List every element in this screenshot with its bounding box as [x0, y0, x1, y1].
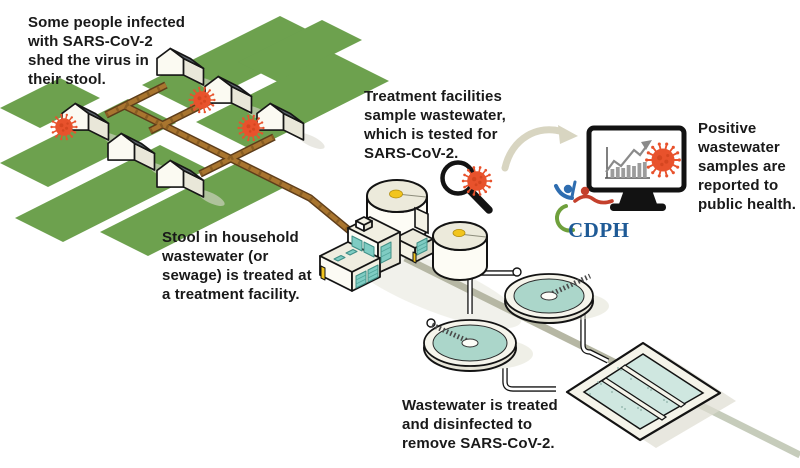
- monitor-base: [610, 203, 666, 211]
- caption-shed-virus: Some people infected with SARS-CoV-2 she…: [28, 14, 186, 88]
- cdph-logo: CDPH: [554, 180, 630, 242]
- tank-cap: [452, 228, 466, 237]
- logo-green-figure: [555, 204, 575, 233]
- monitor-bar: [626, 165, 631, 178]
- monitor-bar: [621, 168, 626, 178]
- sample-magnifier: [440, 160, 494, 214]
- neighborhood: [0, 16, 389, 256]
- monitor-bar: [642, 162, 647, 178]
- caption-sample-wastewater: Treatment facilities sample wastewater, …: [364, 88, 506, 162]
- trend-line: [605, 143, 649, 173]
- public-health-monitor: [586, 125, 687, 211]
- monitor-stand: [619, 190, 657, 204]
- logo-red-figure: [580, 186, 590, 196]
- basin-divider: [619, 364, 687, 408]
- grass-strip: [142, 16, 328, 109]
- garage-door: [380, 241, 392, 264]
- tank-cap: [389, 189, 403, 199]
- clarifier-lower: [423, 318, 533, 372]
- door: [320, 265, 326, 281]
- sewer-pipe-main: [123, 103, 358, 238]
- storage-tank-front: [432, 221, 488, 281]
- basin-divider: [600, 377, 668, 421]
- door: [412, 251, 417, 264]
- monitor-bar: [615, 167, 620, 178]
- logo-blue-figure: [563, 184, 573, 194]
- caption-reported-public-health: Positive wastewater samples are reported…: [698, 120, 797, 213]
- magnifier-handle: [465, 186, 493, 214]
- caption-treated-disinfected: Wastewater is treated and disinfected to…: [402, 397, 558, 452]
- skylight: [333, 255, 346, 262]
- skylight: [345, 249, 358, 256]
- clarifier-walkway: [428, 321, 472, 345]
- monitor-bar: [637, 163, 642, 178]
- grass-strip: [100, 164, 283, 256]
- monitor-bar-chart: [605, 140, 652, 179]
- sewer-pipe-branch: [104, 82, 168, 118]
- window: [351, 235, 363, 252]
- grass-strip: [238, 20, 362, 82]
- grass-strip: [0, 99, 176, 187]
- logo-wordmark: CDPH: [568, 218, 630, 242]
- grass-strip: [0, 78, 100, 128]
- window: [363, 241, 375, 258]
- clarifier-upper: [504, 267, 609, 324]
- monitor-bar: [610, 169, 615, 178]
- report-arrow: [501, 125, 578, 172]
- caption-household-wastewater: Stool in household wastewater (or sewage…: [162, 229, 312, 303]
- plant-building: [319, 216, 434, 292]
- disinfection-basin: [565, 341, 736, 448]
- monitor-bar: [632, 166, 636, 178]
- trend-arrowhead: [641, 140, 652, 150]
